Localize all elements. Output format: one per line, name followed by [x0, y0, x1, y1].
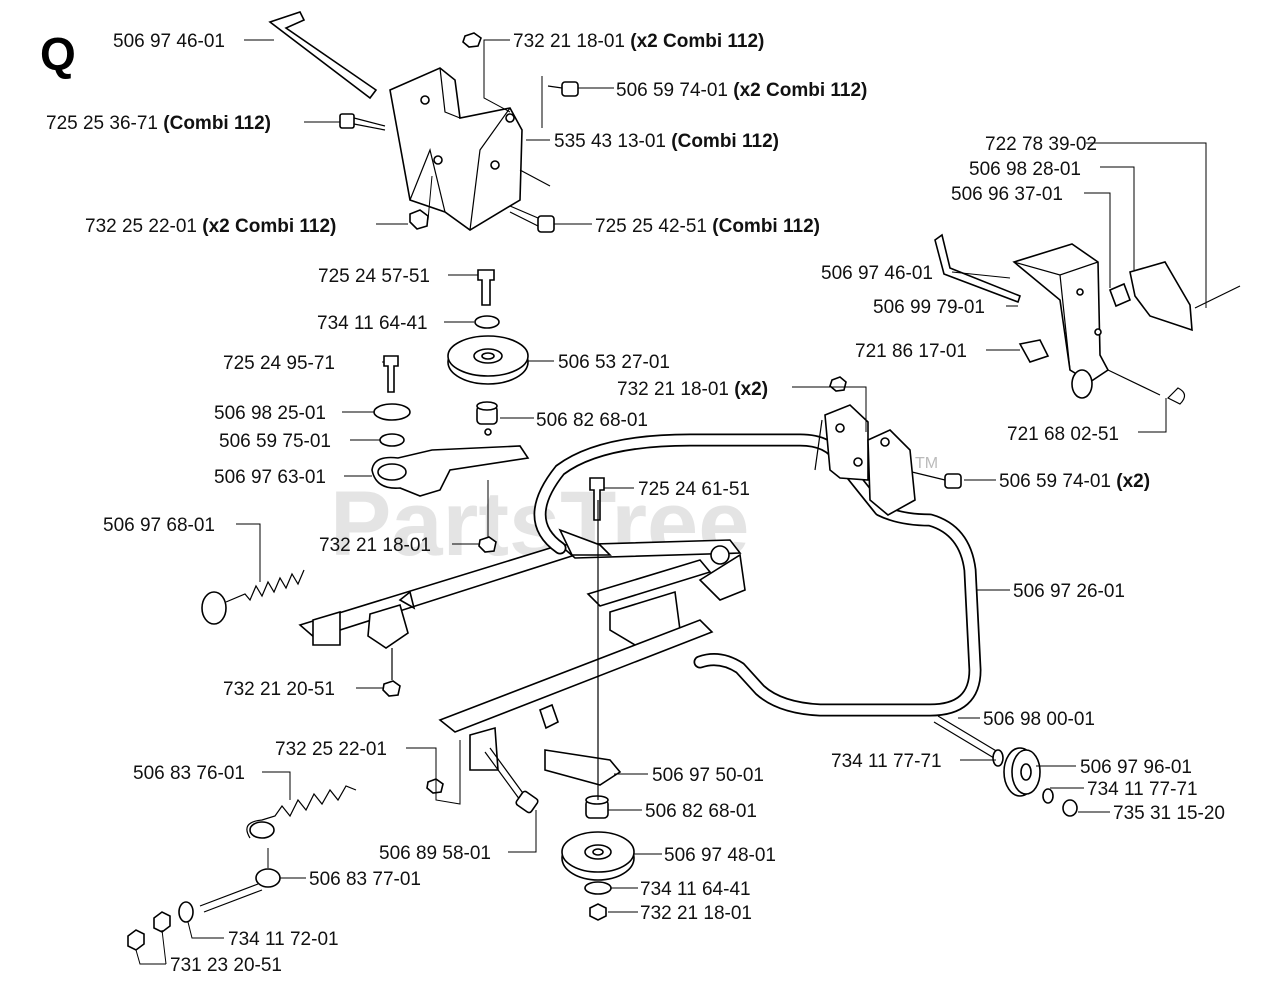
- label-l18: 725 24 95-71: [223, 353, 335, 374]
- label-l26: 506 97 68-01: [103, 515, 215, 536]
- washer-506-59-75-01: [379, 433, 405, 447]
- label-l24: 725 24 61-51: [638, 479, 750, 500]
- label-l13: 721 86 17-01: [855, 341, 967, 362]
- label-l32: 734 11 77-71: [831, 751, 942, 772]
- nut-731-23-20-51-a: [153, 911, 171, 933]
- idler-arm: [371, 428, 530, 497]
- parts-art: [127, 11, 1241, 951]
- label-l4: 725 25 36-71 (Combi 112): [46, 113, 271, 134]
- spacer-lower: [585, 795, 609, 819]
- label-l2: 732 21 18-01 (x2 Combi 112): [513, 31, 764, 52]
- label-l45: 731 23 20-51: [170, 955, 282, 976]
- label-l27: 732 21 18-01: [319, 535, 431, 556]
- washer-734-11-72-01: [178, 901, 194, 923]
- label-l36: 734 11 77-71: [1087, 779, 1198, 800]
- lift-rod-top: [268, 11, 378, 100]
- label-l41: 506 83 77-01: [309, 869, 421, 890]
- spring-506-83-76-01: [246, 785, 357, 839]
- label-l21: 506 98 25-01: [214, 403, 326, 424]
- hitch-assembly-top-right: [934, 233, 1241, 405]
- spacer-506-82-68-01: [476, 401, 498, 425]
- label-l16: 734 11 64-41: [317, 313, 428, 334]
- label-l30: 506 98 00-01: [983, 709, 1095, 730]
- label-l37: 735 31 15-20: [1113, 803, 1225, 824]
- label-l25: 506 59 74-01 (x2): [999, 471, 1150, 492]
- label-l5: 535 43 13-01 (Combi 112): [554, 131, 779, 152]
- label-l44: 732 21 18-01: [640, 903, 752, 924]
- bolt-725-24-61-51: [589, 477, 605, 521]
- washer-734-11-77-71-a: [992, 749, 1004, 767]
- hitch-bracket: [814, 404, 962, 516]
- label-l10: 506 96 37-01: [951, 184, 1063, 205]
- label-l39: 506 89 58-01: [379, 843, 491, 864]
- nut-732-25-22-01-lower: [426, 778, 444, 794]
- label-l23: 506 97 63-01: [214, 467, 326, 488]
- label-l42: 734 11 64-41: [640, 879, 751, 900]
- pulley-506-53-27-01: [447, 335, 529, 385]
- label-l43: 734 11 72-01: [228, 929, 339, 950]
- label-l38: 506 82 68-01: [645, 801, 757, 822]
- washer-lower: [584, 881, 612, 895]
- label-l17: 506 53 27-01: [558, 352, 670, 373]
- part-labels: 506 97 46-01 732 21 18-01 (x2 Combi 112)…: [46, 31, 1225, 976]
- top-hardware: [339, 32, 579, 233]
- eyebolt-506-83-77-01: [199, 868, 281, 913]
- leader-lines: [135, 39, 1207, 965]
- label-l12: 506 99 79-01: [873, 297, 985, 318]
- bolt-725-24-57-51: [477, 269, 495, 306]
- label-l40: 506 97 48-01: [664, 845, 776, 866]
- spring-506-97-68-01: [201, 569, 305, 625]
- label-l33: 506 97 96-01: [1080, 757, 1192, 778]
- label-l19: 732 21 18-01 (x2): [617, 379, 768, 400]
- washer-734-11-64-41: [474, 315, 500, 329]
- label-l1: 506 97 46-01: [113, 31, 225, 52]
- nut-center: [478, 536, 497, 553]
- label-l6: 732 25 22-01 (x2 Combi 112): [85, 216, 336, 237]
- pulley-506-97-48-01: [561, 831, 635, 881]
- nut-lower: [589, 903, 607, 921]
- watermark-trademark: TM: [915, 455, 938, 472]
- bolt-506-89-58-01: [484, 747, 539, 814]
- label-l28: 506 97 26-01: [1013, 581, 1125, 602]
- label-l7: 725 25 42-51 (Combi 112): [595, 216, 820, 237]
- label-l22: 506 59 75-01: [219, 431, 331, 452]
- label-l20: 506 82 68-01: [536, 410, 648, 431]
- label-l8: 722 78 39-02: [985, 134, 1097, 155]
- nut-732-21-18-01: [829, 376, 847, 392]
- washer-506-98-25-01: [373, 403, 411, 421]
- nut-732-21-20-51: [382, 680, 401, 697]
- label-l31: 732 25 22-01: [275, 739, 387, 760]
- label-l11: 506 97 46-01: [821, 263, 933, 284]
- ring-735-31-15-20: [1062, 799, 1078, 817]
- label-l34: 506 83 76-01: [133, 763, 245, 784]
- label-l29: 732 21 20-51: [223, 679, 335, 700]
- axle-bolt-506-98-00-01: [933, 715, 999, 759]
- label-l35: 506 97 50-01: [652, 765, 764, 786]
- bracket-506-97-50-01: [544, 749, 622, 786]
- u-frame-tube: [533, 433, 982, 717]
- bolt-725-24-95-71: [383, 355, 399, 393]
- label-l14: 721 68 02-51: [1007, 424, 1119, 445]
- label-l3: 506 59 74-01 (x2 Combi 112): [616, 80, 867, 101]
- label-l9: 506 98 28-01: [969, 159, 1081, 180]
- wheel-506-97-96-01: [1003, 747, 1041, 797]
- label-l15: 725 24 57-51: [318, 266, 430, 287]
- nut-731-23-20-51-b: [127, 929, 145, 951]
- mount-bracket: [389, 67, 551, 231]
- washer-734-11-77-71-b: [1042, 788, 1054, 804]
- main-frame: [298, 528, 746, 771]
- section-letter: Q: [40, 28, 76, 80]
